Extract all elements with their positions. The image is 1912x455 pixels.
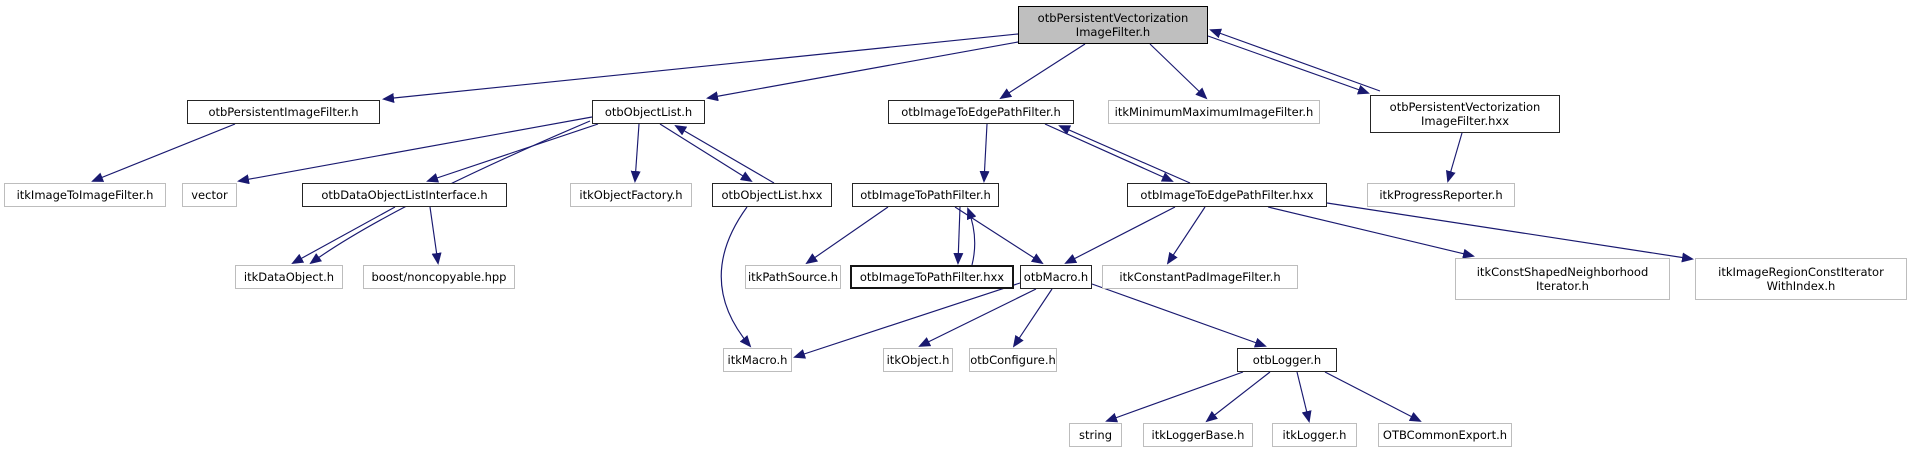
edge-ol_hxx-to-itkmacro_h	[720, 206, 752, 348]
node-itpf_hxx[interactable]: otbImageToPathFilter.hxx	[850, 265, 1014, 289]
edge-pvif_h-to-pvif_hxx	[1207, 35, 1370, 95]
edge-pvif_hxx-to-pvif_h	[1209, 28, 1381, 92]
edge-pvif_h-to-opif_h	[382, 33, 1019, 103]
edge-itpf_h-to-itpf_hxx	[953, 206, 964, 265]
edge-itepf_hxx-to-icsni_h	[1267, 206, 1475, 259]
node-ol_hxx[interactable]: otbObjectList.hxx	[712, 183, 832, 207]
edge-itepf_h-to-itepf_hxx	[1044, 123, 1174, 182]
node-ipr_h: itkProgressReporter.h	[1367, 183, 1515, 207]
node-itepf_h[interactable]: otbImageToEdgePathFilter.h	[888, 100, 1074, 124]
edge-macro_h-to-otblogger_h	[1091, 283, 1267, 348]
node-itkobject_h: itkObject.h	[883, 348, 953, 372]
node-ips_h: itkPathSource.h	[745, 265, 841, 289]
edge-itepf_h-to-itpf_h	[979, 123, 990, 183]
edge-itepf_hxx-to-itepf_h	[1058, 125, 1191, 184]
edge-pvif_hxx-to-ipr_h	[1446, 132, 1463, 183]
edge-itpf_hxx-to-itpf_h	[966, 207, 977, 266]
node-otbcommonexport_h: OTBCommonExport.h	[1378, 423, 1512, 447]
edge-itpf_h-to-ips_h	[805, 206, 889, 265]
node-irciwi_h: itkImageRegionConstIterator WithIndex.h	[1695, 258, 1907, 300]
edge-macro_h-to-itkobject_h	[918, 288, 1037, 347]
edge-ol_h-to-dolis_h	[426, 123, 599, 183]
node-icpif_h: itkConstantPadImageFilter.h	[1102, 265, 1298, 289]
edge-otblogger_h-to-itkloggerbase_h	[1205, 371, 1271, 423]
node-icsni_h: itkConstShapedNeighborhood Iterator.h	[1455, 258, 1670, 300]
node-itkloggerbase_h: itkLoggerBase.h	[1143, 423, 1253, 447]
node-opif_h[interactable]: otbPersistentImageFilter.h	[187, 100, 380, 124]
node-itpf_h[interactable]: otbImageToPathFilter.h	[852, 183, 999, 207]
node-vector: vector	[182, 183, 237, 207]
edge-itepf_hxx-to-macro_h	[1064, 206, 1176, 264]
edge-macro_h-to-otbconfigure_h	[1012, 288, 1053, 348]
node-ol_h[interactable]: otbObjectList.h	[592, 100, 705, 124]
node-itkmacro_h: itkMacro.h	[723, 348, 792, 372]
node-boost: boost/noncopyable.hpp	[363, 265, 515, 289]
node-dolis_h[interactable]: otbDataObjectListInterface.h	[302, 183, 507, 207]
edge-dolis_h-to-ido_h	[291, 206, 396, 264]
node-ido_h: itkDataObject.h	[235, 265, 343, 289]
node-itklogger_h: itkLogger.h	[1272, 423, 1357, 447]
node-macro_h[interactable]: otbMacro.h	[1020, 265, 1092, 289]
edge-itepf_hxx-to-irciwi_h	[1326, 202, 1694, 263]
node-otbconfigure_h: otbConfigure.h	[969, 348, 1057, 372]
edge-opif_h-to-itiif_h	[91, 123, 236, 182]
edge-itpf_h-to-macro_h	[954, 206, 1044, 265]
edge-otblogger_h-to-string	[1105, 371, 1244, 423]
edge-pvif_h-to-immif_h	[1149, 43, 1208, 100]
node-pvif_hxx[interactable]: otbPersistentVectorization ImageFilter.h…	[1370, 95, 1560, 133]
edge-macro_h-to-itkmacro_h	[793, 282, 1021, 359]
node-itepf_hxx[interactable]: otbImageToEdgePathFilter.hxx	[1127, 183, 1327, 207]
edge-itepf_hxx-to-icpif_h	[1166, 206, 1206, 265]
edge-dolis_h-to-boost	[429, 206, 442, 265]
edge-ol_h-to-iof_h	[630, 123, 641, 183]
node-string: string	[1069, 423, 1122, 447]
node-otblogger_h[interactable]: otbLogger.h	[1237, 348, 1337, 372]
edge-pvif_h-to-ol_h	[706, 41, 1019, 102]
edge-ol_hxx-to-ol_h	[674, 124, 775, 184]
node-iof_h: itkObjectFactory.h	[570, 183, 692, 207]
node-pvif_h: otbPersistentVectorization ImageFilter.h	[1018, 6, 1208, 44]
edge-pvif_h-to-itepf_h	[999, 43, 1086, 100]
edge-otblogger_h-to-itklogger_h	[1296, 371, 1312, 423]
node-itiif_h: itkImageToImageFilter.h	[4, 183, 166, 207]
node-immif_h: itkMinimumMaximumImageFilter.h	[1108, 100, 1320, 124]
edge-ol_h-to-ol_hxx	[659, 123, 753, 183]
edge-otblogger_h-to-otbcommonexport_h	[1324, 371, 1422, 422]
edge-ol_h-to-vector	[237, 116, 593, 185]
